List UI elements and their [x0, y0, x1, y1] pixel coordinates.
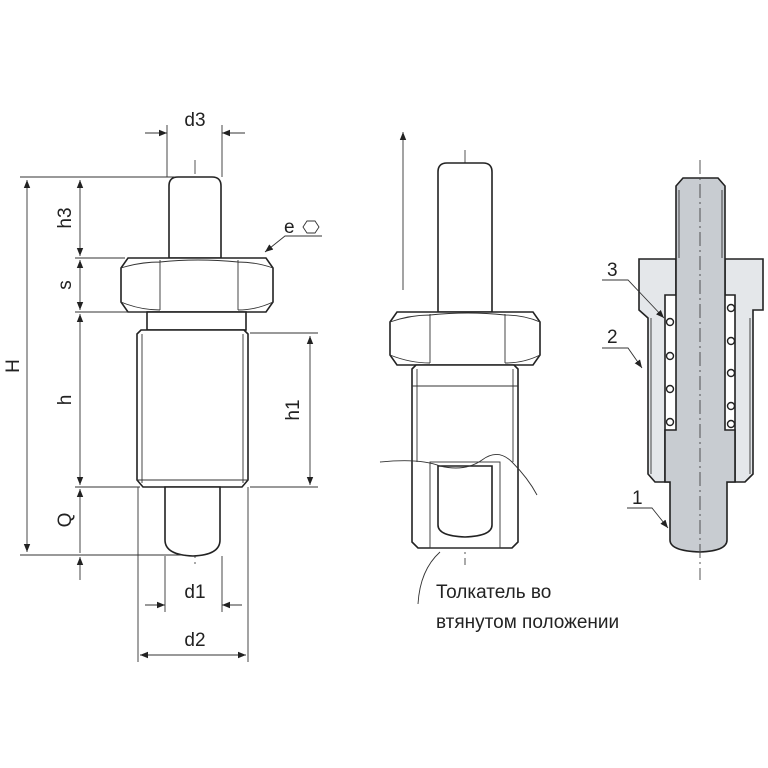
part-label-2: 2 — [607, 327, 618, 348]
bore-cutaway — [429, 461, 501, 549]
neck — [146, 311, 247, 331]
d3-label: d3 — [184, 110, 205, 131]
thread-lines — [137, 334, 248, 483]
caption-line2: втянутом положении — [436, 612, 619, 633]
part-2-leader — [602, 347, 643, 369]
break-line — [379, 454, 538, 496]
part-label-3: 3 — [607, 260, 618, 281]
part-3-leader — [602, 279, 665, 319]
housing-edges — [650, 318, 751, 474]
thread-lines — [412, 369, 518, 462]
part-1-leader — [627, 507, 669, 529]
e-leader — [264, 235, 322, 253]
hexagon-icon — [302, 220, 320, 234]
right-view-section: 3 2 1 — [602, 160, 764, 580]
part-label-1: 1 — [632, 488, 643, 509]
spring-3 — [665, 303, 736, 429]
e-label: e — [284, 217, 295, 238]
left-view-exterior: d3 H h3 s h Q h1 d1 d2 — [3, 110, 322, 662]
middle-view-retracted: Толкатель во втянутом положении — [379, 132, 619, 633]
plunger-tip — [164, 486, 221, 557]
h1-label: h1 — [283, 399, 304, 420]
plunger-thread-lines — [678, 190, 723, 258]
threaded-body — [136, 329, 249, 488]
caption-leader — [417, 551, 441, 605]
Q-label: Q — [55, 513, 76, 528]
d2-label: d2 — [184, 630, 205, 651]
s-label: s — [55, 280, 76, 290]
caption-line1: Толкатель во — [436, 582, 551, 603]
d1-label: d1 — [184, 582, 205, 603]
hex-faces — [389, 312, 541, 364]
retracted-plunger — [437, 465, 493, 538]
h-label: h — [55, 395, 76, 406]
top-pin — [437, 162, 493, 313]
hex-nut — [389, 311, 541, 366]
h3-label: h3 — [55, 207, 76, 228]
hex-nut — [120, 257, 274, 313]
H-label: H — [3, 359, 24, 373]
hex-faces — [120, 259, 274, 311]
top-pin — [168, 176, 222, 259]
